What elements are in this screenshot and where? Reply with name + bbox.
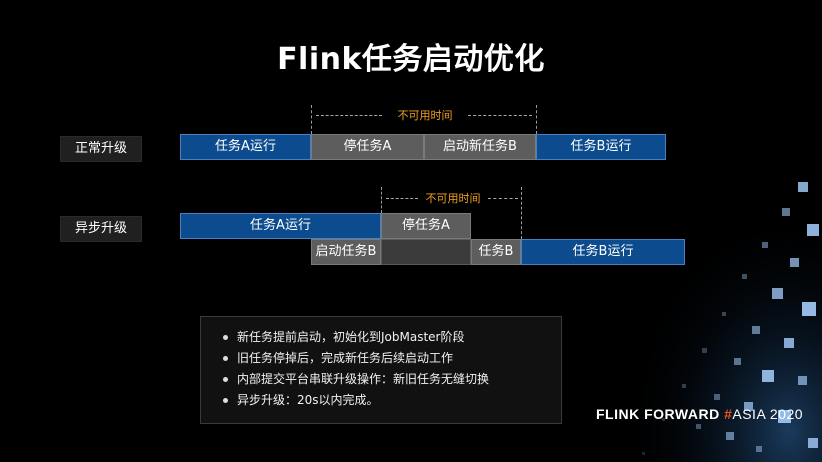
summary-item: 新任务提前启动，初始化到JobMaster阶段 [223, 327, 547, 348]
async-gap-start-marker [381, 187, 382, 213]
brand-hash: # [724, 406, 733, 422]
normal-gap-line-right [468, 115, 532, 116]
summary-item: 旧任务停掉后，完成新任务后续启动工作 [223, 348, 547, 369]
slide-title: Flink任务启动优化 [277, 42, 545, 77]
async-segment-task-a-running: 任务A运行 [180, 213, 381, 239]
async-segment-stop-task-a: 停任务A [381, 213, 471, 239]
async-segment-task-b-waiting [381, 239, 471, 265]
async-gap-end-marker [521, 187, 522, 239]
brand-suffix-text: ASIA 2020 [732, 406, 804, 422]
async-gap-line-left [386, 198, 418, 199]
summary-item: 内部提交平台串联升级操作：新旧任务无缝切换 [223, 369, 547, 390]
normal-gap-line-left [316, 115, 382, 116]
summary-item: 异步升级：20s以内完成。 [223, 390, 547, 411]
summary-list: 新任务提前启动，初始化到JobMaster阶段 旧任务停掉后，完成新任务后续启动… [223, 327, 547, 411]
decorative-particles-graphic [602, 162, 822, 462]
normal-segment-task-a-running: 任务A运行 [180, 134, 311, 160]
normal-gap-end-marker [536, 105, 537, 134]
async-gap-label: 不可用时间 [425, 192, 481, 205]
normal-upgrade-label: 正常升级 [60, 136, 142, 162]
async-gap-line-right [488, 198, 518, 199]
summary-box: 新任务提前启动，初始化到JobMaster阶段 旧任务停掉后，完成新任务后续启动… [200, 316, 562, 424]
brand-main-text: FLINK FORWARD [596, 406, 725, 422]
async-segment-task-b: 任务B [471, 239, 521, 265]
async-segment-start-task-b: 启动任务B [311, 239, 381, 265]
normal-gap-start-marker [311, 105, 312, 134]
normal-segment-start-task-b: 启动新任务B [424, 134, 536, 160]
flink-forward-asia-logo: FLINK FORWARD #ASIA 2020 [596, 406, 803, 422]
async-upgrade-label: 异步升级 [60, 216, 142, 242]
normal-segment-stop-task-a: 停任务A [311, 134, 424, 160]
normal-gap-label: 不可用时间 [397, 109, 453, 122]
normal-segment-task-b-running: 任务B运行 [536, 134, 666, 160]
